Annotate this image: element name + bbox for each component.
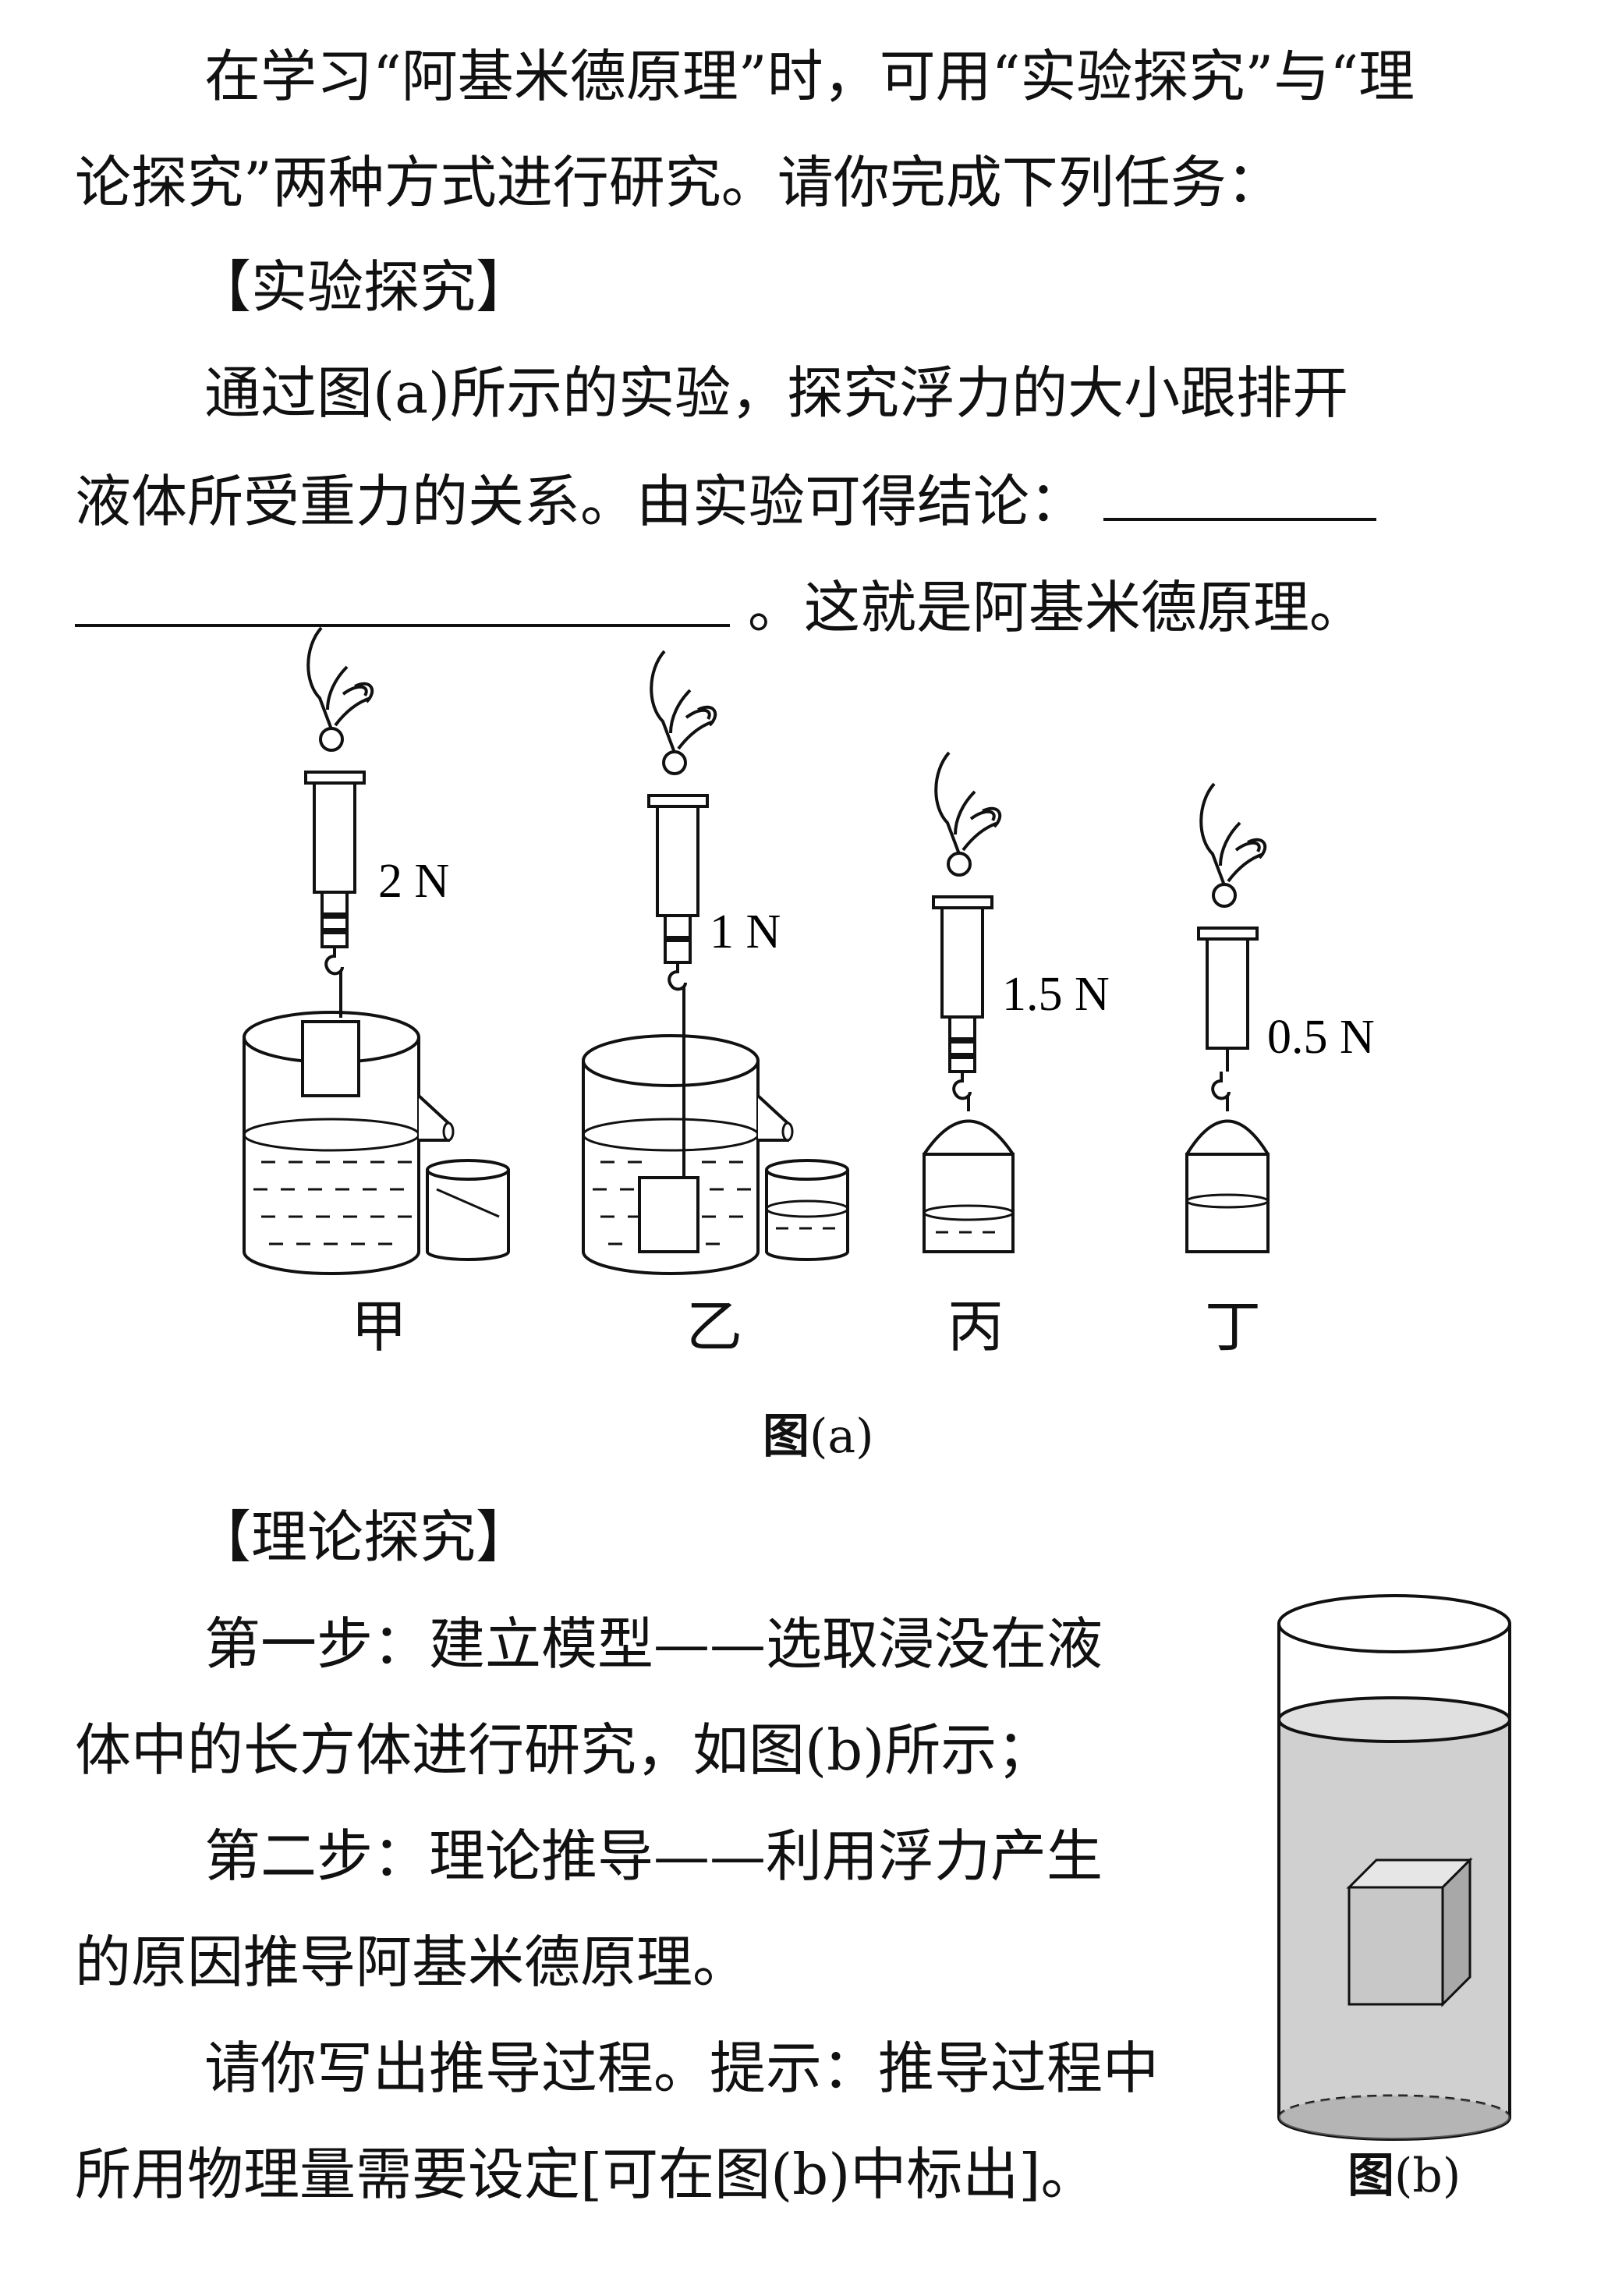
water-dashes-jia	[253, 1160, 412, 1245]
submerged-block	[1346, 1857, 1473, 2007]
theory-step1-line-2: 体中的长方体进行研究，如图(b)所示；	[75, 1717, 1054, 1783]
theory-task-line-1: 请你写出推导过程。提示：推导过程中	[204, 2036, 1160, 2101]
figure-b-caption-id: (b)	[1394, 2149, 1461, 2203]
theory-step2-line-2: 的原因推导阿基米德原理。	[75, 1929, 749, 1995]
figure-a-caption: 图(a)	[763, 1413, 874, 1460]
reading-jia: 2 N	[378, 855, 449, 908]
experiment-heading: 【实验探究】	[195, 254, 533, 320]
setup-jia	[243, 626, 510, 1275]
experiment-line-3: 。这就是阿基米德原理。	[75, 577, 1365, 636]
answer-blank-2[interactable]	[75, 577, 730, 627]
answer-blank-1[interactable]	[1103, 471, 1376, 521]
theory-step1-line-1: 第一步：建立模型——选取浸没在液	[204, 1611, 1103, 1677]
reading-ding: 0.5 N	[1267, 1011, 1375, 1064]
theory-task-line-2: 所用物理量需要设定[可在图(b)中标出]。	[75, 2142, 1097, 2207]
theory-heading: 【理论探究】	[195, 1504, 533, 1570]
figure-b-caption: 图(b)	[1348, 2152, 1461, 2199]
reading-yi: 1 N	[710, 905, 781, 958]
experiment-line-1: 通过图(a)所示的实验，探究浮力的大小跟排开	[204, 360, 1349, 426]
setup-ding	[1185, 782, 1270, 1253]
intro-line-2: 论探究”两种方式进行研究。请你完成下列任务：	[75, 150, 1283, 215]
water-dashes-yi	[593, 1160, 751, 1245]
experiment-line-3-text: 。这就是阿基米德原理。	[747, 575, 1365, 640]
label-jia: 甲	[351, 1294, 408, 1359]
theory-step2-line-1: 第二步：理论推导——利用浮力产生	[204, 1823, 1103, 1889]
figure-b-cylinder	[1277, 1594, 1511, 2141]
experiment-line-2-text: 液体所受重力的关系。由实验可得结论：	[75, 469, 1086, 534]
experiment-line-2: 液体所受重力的关系。由实验可得结论：	[75, 471, 1376, 530]
reading-bing: 1.5 N	[1002, 968, 1110, 1021]
figure-a-caption-id: (a)	[809, 1409, 874, 1464]
figure-b-caption-label: 图	[1348, 2149, 1394, 2203]
label-ding: 丁	[1205, 1294, 1262, 1359]
label-bing: 丙	[947, 1294, 1004, 1359]
figure-a-caption-label: 图	[763, 1409, 809, 1464]
setup-bing	[923, 751, 1015, 1253]
label-yi: 乙	[686, 1294, 743, 1359]
setup-yi	[582, 650, 849, 1275]
intro-line-1: 在学习“阿基米德原理”时，可用“实验探究”与“理	[204, 44, 1415, 109]
